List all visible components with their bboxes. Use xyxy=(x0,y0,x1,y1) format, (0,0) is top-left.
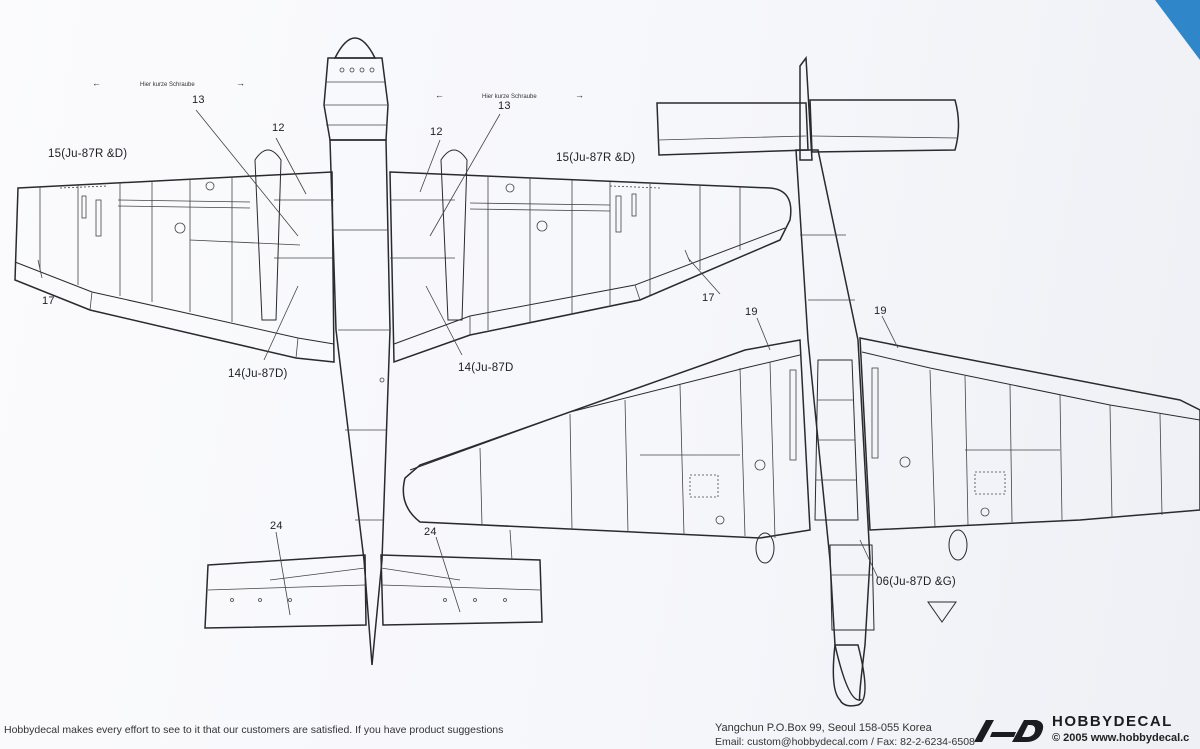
label-12-left: 12 xyxy=(272,122,285,134)
engine-cowling xyxy=(323,57,389,141)
right-radiator xyxy=(440,149,468,321)
spinner xyxy=(333,37,377,59)
footer-address: Yangchun P.O.Box 99, Seoul 158-055 Korea xyxy=(715,722,932,734)
top-left-stabilizer xyxy=(656,102,809,156)
top-left-wing xyxy=(402,339,811,539)
left-stabilizer xyxy=(204,554,367,629)
top-view-aircraft xyxy=(402,55,1200,707)
label-15-left: 15(Ju-87R &D) xyxy=(48,148,128,160)
top-right-stabilizer xyxy=(809,99,960,153)
label-19-left: 19 xyxy=(745,306,758,318)
label-17-left: 17 xyxy=(42,295,55,307)
tail-fin xyxy=(799,55,813,161)
label-06: 06(Ju-87D &G) xyxy=(876,576,956,588)
left-radiator xyxy=(254,149,282,321)
bottom-view-aircraft xyxy=(14,37,792,666)
footer-disclaimer: Hobbydecal makes every effort to see to … xyxy=(4,724,504,736)
top-right-wing xyxy=(859,337,1200,531)
screw-note-right: Hier kurze Schraube xyxy=(482,94,537,100)
top-spinner xyxy=(832,644,866,707)
hobbydecal-logo-icon xyxy=(974,720,1044,742)
label-17-right: 17 xyxy=(702,292,715,304)
footer-contact[interactable]: Email: custom@hobbydecal.com / Fax: 82-2… xyxy=(715,736,975,748)
arrow-left-icon: ← xyxy=(92,78,101,88)
brand-name: HOBBYDECAL xyxy=(1052,713,1173,730)
label-13-right: 13 xyxy=(498,100,511,112)
left-wheel-spat xyxy=(755,532,775,564)
label-15-right: 15(Ju-87R &D) xyxy=(556,152,636,164)
right-stabilizer xyxy=(380,554,543,626)
label-14-left: 14(Ju-87D) xyxy=(228,368,288,380)
label-14-right: 14(Ju-87D xyxy=(458,362,514,374)
top-fuselage xyxy=(795,149,871,701)
copyright[interactable]: © 2005 www.hobbydecal.c xyxy=(1052,732,1190,744)
arrow-right-icon: → xyxy=(575,90,584,100)
screw-note-left: Hier kurze Schraube xyxy=(140,82,195,88)
label-12-right: 12 xyxy=(430,126,443,138)
arrow-left-icon: ← xyxy=(435,90,444,100)
label-24-left: 24 xyxy=(270,520,283,532)
triangle-marking xyxy=(927,601,957,623)
label-19-right: 19 xyxy=(874,305,887,317)
canopy xyxy=(814,359,859,521)
right-wheel-spat xyxy=(948,529,968,561)
label-24-right: 24 xyxy=(424,526,437,538)
arrow-right-icon: → xyxy=(236,78,245,88)
label-13-left: 13 xyxy=(192,94,205,106)
right-wing-bottom xyxy=(389,171,792,364)
fuselage xyxy=(329,139,391,666)
